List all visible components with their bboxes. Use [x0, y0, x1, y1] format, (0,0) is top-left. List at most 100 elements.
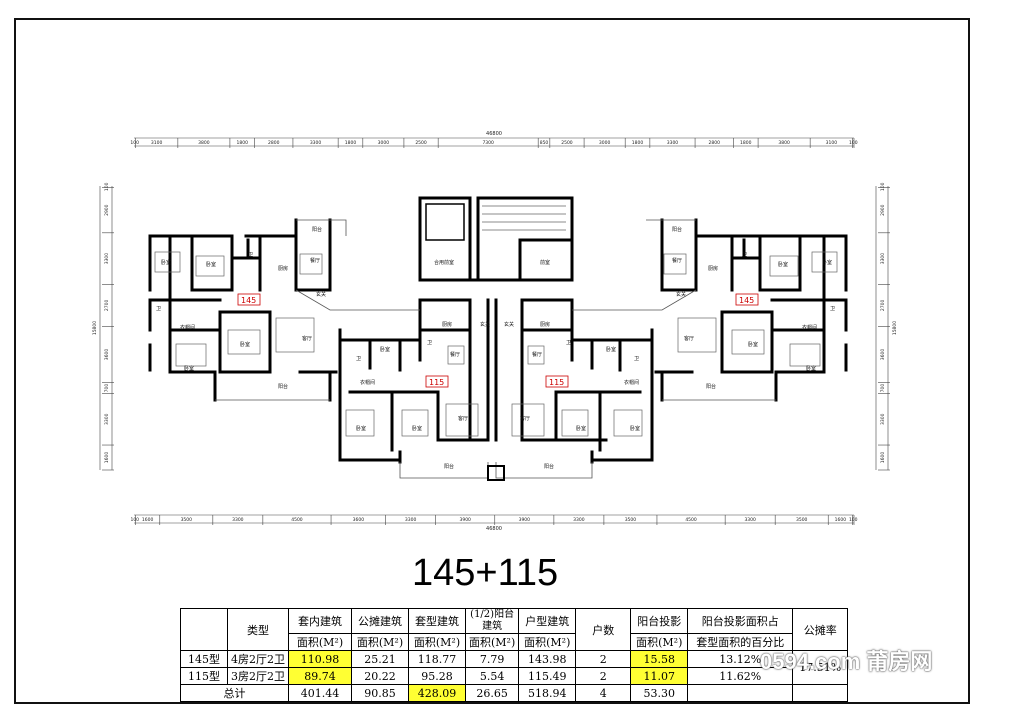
top-total-dimension: 46800 — [486, 131, 502, 137]
room-label: 厨房 — [278, 265, 288, 272]
room-label: 卧室 — [206, 261, 216, 268]
room-label: 卧室 — [356, 425, 366, 432]
room-label: 卧室 — [606, 346, 616, 353]
dimension-label: 3500 — [625, 517, 637, 523]
dimension-label: 1600 — [880, 452, 886, 464]
room-label: 客厅 — [458, 415, 468, 422]
cell: 25.21 — [351, 650, 409, 668]
dimension-label: 100 — [104, 182, 110, 191]
walls — [148, 196, 848, 464]
watermark: 0594.com 莆房网 — [760, 649, 933, 674]
dimension-label: 100 — [849, 517, 858, 523]
room-label: 卫 — [427, 340, 432, 346]
dimension-label: 2700 — [104, 300, 110, 312]
room-label: 卧室 — [380, 346, 390, 353]
dimension-label: 4500 — [685, 517, 697, 523]
room-label: 卧室 — [822, 259, 832, 266]
room-label: 阳台 — [672, 226, 682, 233]
room-label: 玄关 — [316, 291, 326, 298]
dimension-label: 3300 — [104, 413, 110, 425]
cell: 11.62% — [687, 667, 794, 685]
dimension-label: 2900 — [880, 204, 886, 216]
dimension-label: 3300 — [310, 140, 322, 146]
table-total-row: 总计 401.44 90.85 428.09 26.65 518.94 4 53… — [180, 684, 849, 702]
cell-share-rate: 17.51% — [792, 650, 849, 685]
header-half-balcony: (1/2)阳台建筑 — [464, 608, 520, 634]
dimension-label: 3300 — [405, 517, 417, 523]
dimension-label: 1800 — [345, 140, 357, 146]
dimension-label: 1800 — [632, 140, 644, 146]
subheader: 面积(M²) — [464, 633, 520, 651]
room-label: 卫 — [742, 252, 747, 258]
bottom-total-dimension: 46800 — [486, 526, 502, 532]
room-label: 衣帽间 — [802, 324, 817, 331]
room-label: 卧室 — [806, 365, 816, 372]
room-label: 玄关 — [480, 321, 490, 328]
dimension-label: 100 — [130, 517, 139, 523]
cell: 2 — [575, 650, 632, 668]
room-label: 餐厅 — [450, 351, 460, 358]
subheader: 面积(M²) — [351, 633, 409, 651]
room-label: 卧室 — [184, 365, 194, 372]
cell: 4房2厅2卫 — [227, 650, 289, 668]
room-label: 客厅 — [684, 335, 694, 342]
dimension-label: 3000 — [599, 140, 611, 146]
unit-tag-115-right: 115 — [549, 378, 564, 387]
cell: 20.22 — [351, 667, 409, 685]
unit-tag-145-right: 145 — [739, 296, 754, 305]
room-label: 厨房 — [442, 321, 452, 328]
cell-highlight: 110.98 — [288, 650, 352, 668]
dimension-label: 3800 — [778, 140, 790, 146]
room-label: 卫 — [830, 306, 835, 312]
area-table: 类型 套内建筑 公摊建筑 套型建筑 (1/2)阳台建筑 户型建筑 户数 阳台投影… — [180, 608, 849, 702]
cell: 4 — [575, 684, 632, 702]
room-label: 卫 — [156, 306, 161, 312]
cell: 115型 — [180, 667, 228, 685]
dimension-label: 100 — [130, 140, 139, 146]
left-total-dimension: 15800 — [92, 321, 98, 335]
room-label: 卧室 — [630, 425, 640, 432]
room-label: 卫 — [356, 356, 361, 362]
room-label: 阳台 — [444, 463, 454, 470]
dimension-label: 700 — [880, 384, 886, 393]
cell: 115.49 — [518, 667, 577, 685]
dimension-label: 2800 — [709, 140, 721, 146]
cell: 总计 — [180, 684, 289, 702]
unit-tags: 145 115 115 145 — [237, 293, 759, 388]
room-label: 卫 — [634, 356, 639, 362]
dimension-label: 7300 — [482, 140, 494, 146]
dimension-label: 2700 — [880, 300, 886, 312]
cell: 143.98 — [518, 650, 577, 668]
room-label: 卧室 — [412, 425, 422, 432]
header-share-rate: 公摊率 — [792, 608, 849, 651]
right-total-dimension: 15800 — [892, 321, 898, 335]
room-label: 玄关 — [504, 321, 514, 328]
dimension-label: 2900 — [104, 204, 110, 216]
dimension-label: 1600 — [835, 517, 847, 523]
cell: 95.28 — [408, 667, 466, 685]
dimension-label: 3800 — [198, 140, 210, 146]
room-label: 卧室 — [778, 261, 788, 268]
header-balcony-ratio: 阳台投影面积占 — [687, 608, 794, 634]
cell: 118.77 — [408, 650, 466, 668]
subheader: 面积(M²) — [288, 633, 352, 651]
table-row: 115型 3房2厅2卫 89.74 20.22 95.28 5.54 115.4… — [180, 667, 848, 685]
dimension-label: 3300 — [573, 517, 585, 523]
cell-highlight: 11.07 — [630, 667, 689, 685]
dimension-label: 1800 — [237, 140, 249, 146]
dimension-label: 3300 — [104, 253, 110, 265]
dimension-label: 3100 — [151, 140, 163, 146]
cell-empty — [792, 684, 849, 702]
cell-empty — [687, 684, 794, 702]
top-dimension-chain — [134, 137, 854, 147]
room-label: 餐厅 — [310, 257, 320, 264]
cell: 13.12% — [687, 650, 794, 668]
dimension-label: 3300 — [232, 517, 244, 523]
cell: 5.54 — [464, 667, 520, 685]
room-label: 餐厅 — [672, 257, 682, 264]
room-label: 阳台 — [312, 226, 322, 233]
header-households: 户数 — [575, 608, 632, 651]
